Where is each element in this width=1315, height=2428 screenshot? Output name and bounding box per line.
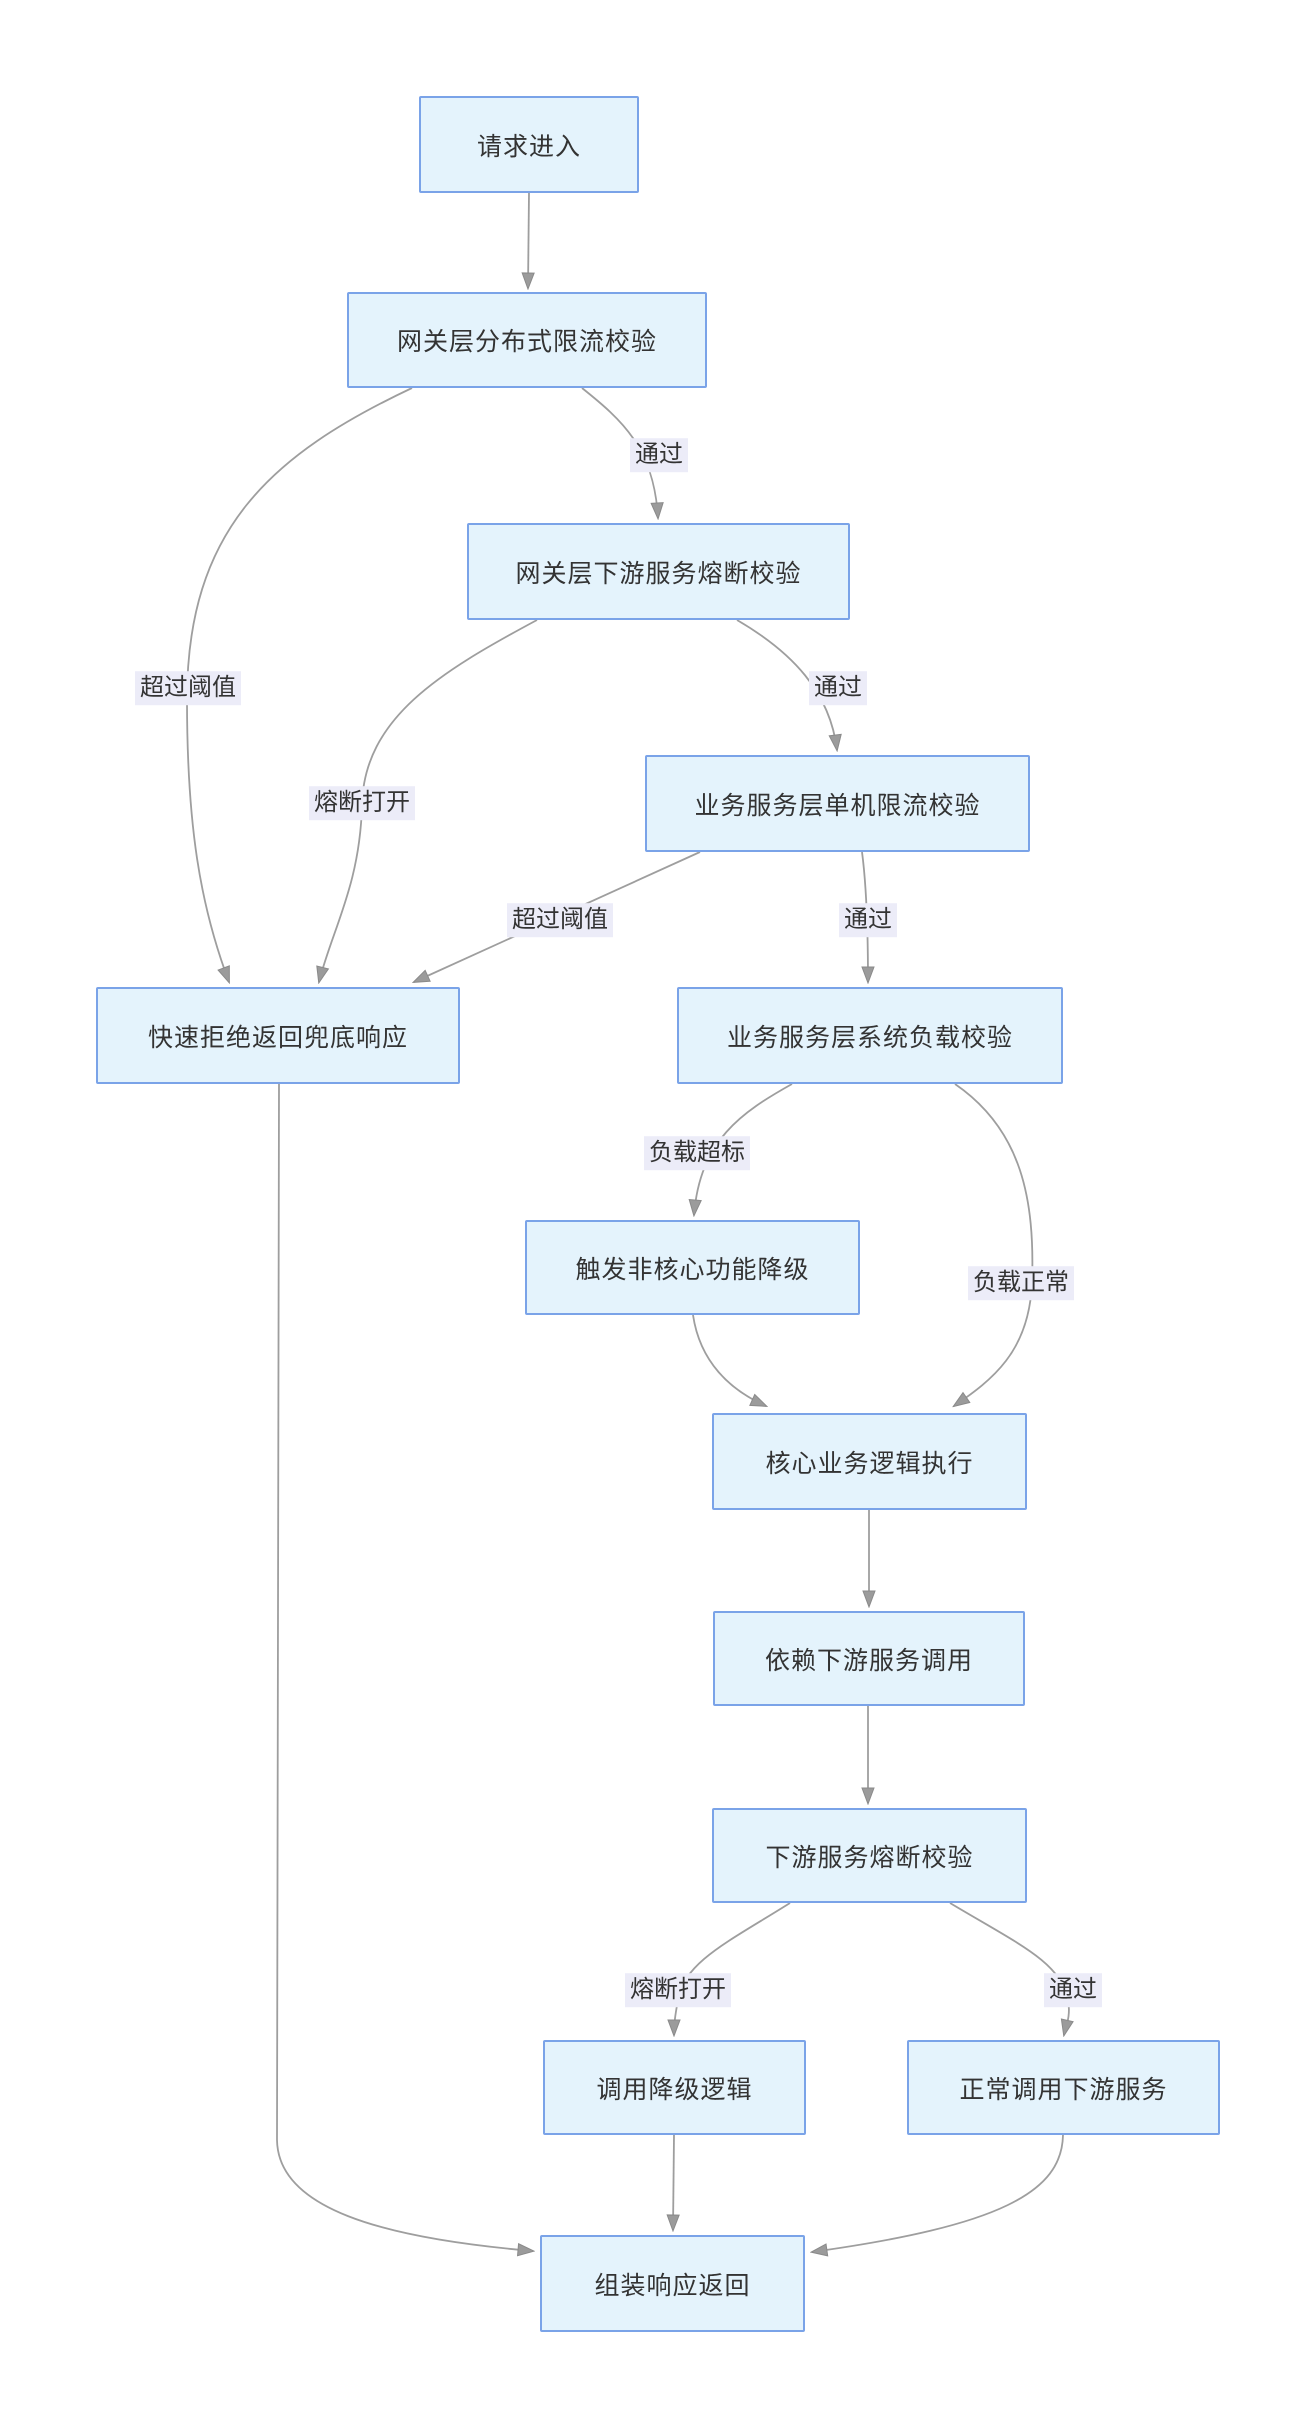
node-gateway-distributed-rate-limit: 网关层分布式限流校验: [347, 292, 707, 388]
node-gateway-downstream-breaker-check: 网关层下游服务熔断校验: [467, 523, 850, 620]
edge-normal-to-assemble: [812, 2134, 1064, 2252]
node-request-enter: 请求进入: [419, 96, 639, 193]
node-service-single-machine-rate-limit: 业务服务层单机限流校验: [645, 755, 1030, 852]
edge-label-exceed-threshold-1: 超过阈值: [135, 671, 241, 705]
node-core-business-logic: 核心业务逻辑执行: [712, 1413, 1027, 1510]
edge-gateway-breaker-pass: [736, 619, 837, 750]
edge-label-pass-2: 通过: [809, 671, 867, 705]
node-service-system-load-check: 业务服务层系统负载校验: [677, 987, 1063, 1084]
edge-request-to-gateway-limit: [528, 192, 529, 288]
edge-label-breaker-open-1: 熔断打开: [309, 786, 415, 820]
edge-fallback-to-assemble: [673, 2134, 674, 2230]
edge-degrade-to-core: [692, 1314, 766, 1406]
node-depend-downstream-call: 依赖下游服务调用: [713, 1611, 1025, 1706]
edge-label-breaker-open-2: 熔断打开: [625, 1973, 731, 2007]
edge-reject-to-assemble: [276, 1083, 533, 2251]
node-fast-reject-fallback-response: 快速拒绝返回兜底响应: [96, 987, 460, 1084]
edge-label-load-normal: 负载正常: [968, 1266, 1074, 1300]
edge-load-exceed: [694, 1083, 793, 1215]
node-trigger-noncore-degrade: 触发非核心功能降级: [525, 1220, 860, 1315]
edge-label-exceed-threshold-2: 超过阈值: [507, 903, 613, 937]
edge-load-normal: [954, 1083, 1034, 1406]
node-assemble-response: 组装响应返回: [540, 2235, 805, 2332]
edge-label-pass-4: 通过: [1044, 1973, 1102, 2007]
node-downstream-breaker-check: 下游服务熔断校验: [712, 1808, 1027, 1903]
node-call-degrade-logic: 调用降级逻辑: [543, 2040, 806, 2135]
edge-label-pass-3: 通过: [839, 903, 897, 937]
edge-breaker-open: [674, 1902, 791, 2035]
node-normal-call-downstream: 正常调用下游服务: [907, 2040, 1220, 2135]
edge-label-load-exceed: 负载超标: [644, 1136, 750, 1170]
edge-breaker-pass: [949, 1902, 1069, 2035]
edge-label-pass-1: 通过: [630, 438, 688, 472]
